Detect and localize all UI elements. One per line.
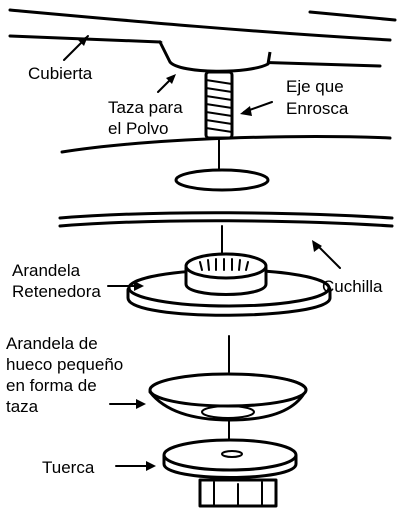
label-arandela-hueco-line1: Arandela de [6, 334, 98, 353]
eje-arrow [240, 101, 273, 116]
label-tuerca: Tuerca [42, 458, 95, 477]
cubierta-arrow [63, 35, 89, 61]
label-eje-line2: Enrosca [286, 99, 349, 118]
label-cuchilla: Cuchilla [322, 277, 383, 296]
label-taza-line2: el Polvo [108, 119, 168, 138]
label-arandela-ret-line1: Arandela [12, 261, 81, 280]
label-eje-line1: Eje que [286, 77, 344, 96]
housing-edge [60, 135, 392, 154]
tuerca-arrow [115, 461, 156, 471]
label-arandela-hueco-line4: taza [6, 397, 39, 416]
dust-cup [158, 41, 272, 73]
cup-washer [148, 372, 308, 445]
label-cubierta: Cubierta [28, 64, 93, 83]
label-arandela-hueco-line2: hueco pequeño [6, 355, 123, 374]
arandela-ret-arrow [107, 281, 144, 291]
label-arandela-ret-line2: Retenedora [12, 282, 101, 301]
cuchilla-arrow [312, 240, 341, 269]
threaded-shaft [204, 70, 234, 181]
nut [162, 438, 298, 508]
retaining-washer [126, 252, 332, 317]
cup-washer-arrow [109, 399, 146, 409]
label-taza-line1: Taza para [108, 98, 183, 117]
taza-arrow [157, 74, 176, 93]
label-arandela-hueco-line3: en forma de [6, 376, 97, 395]
shaft-hole [174, 168, 270, 192]
